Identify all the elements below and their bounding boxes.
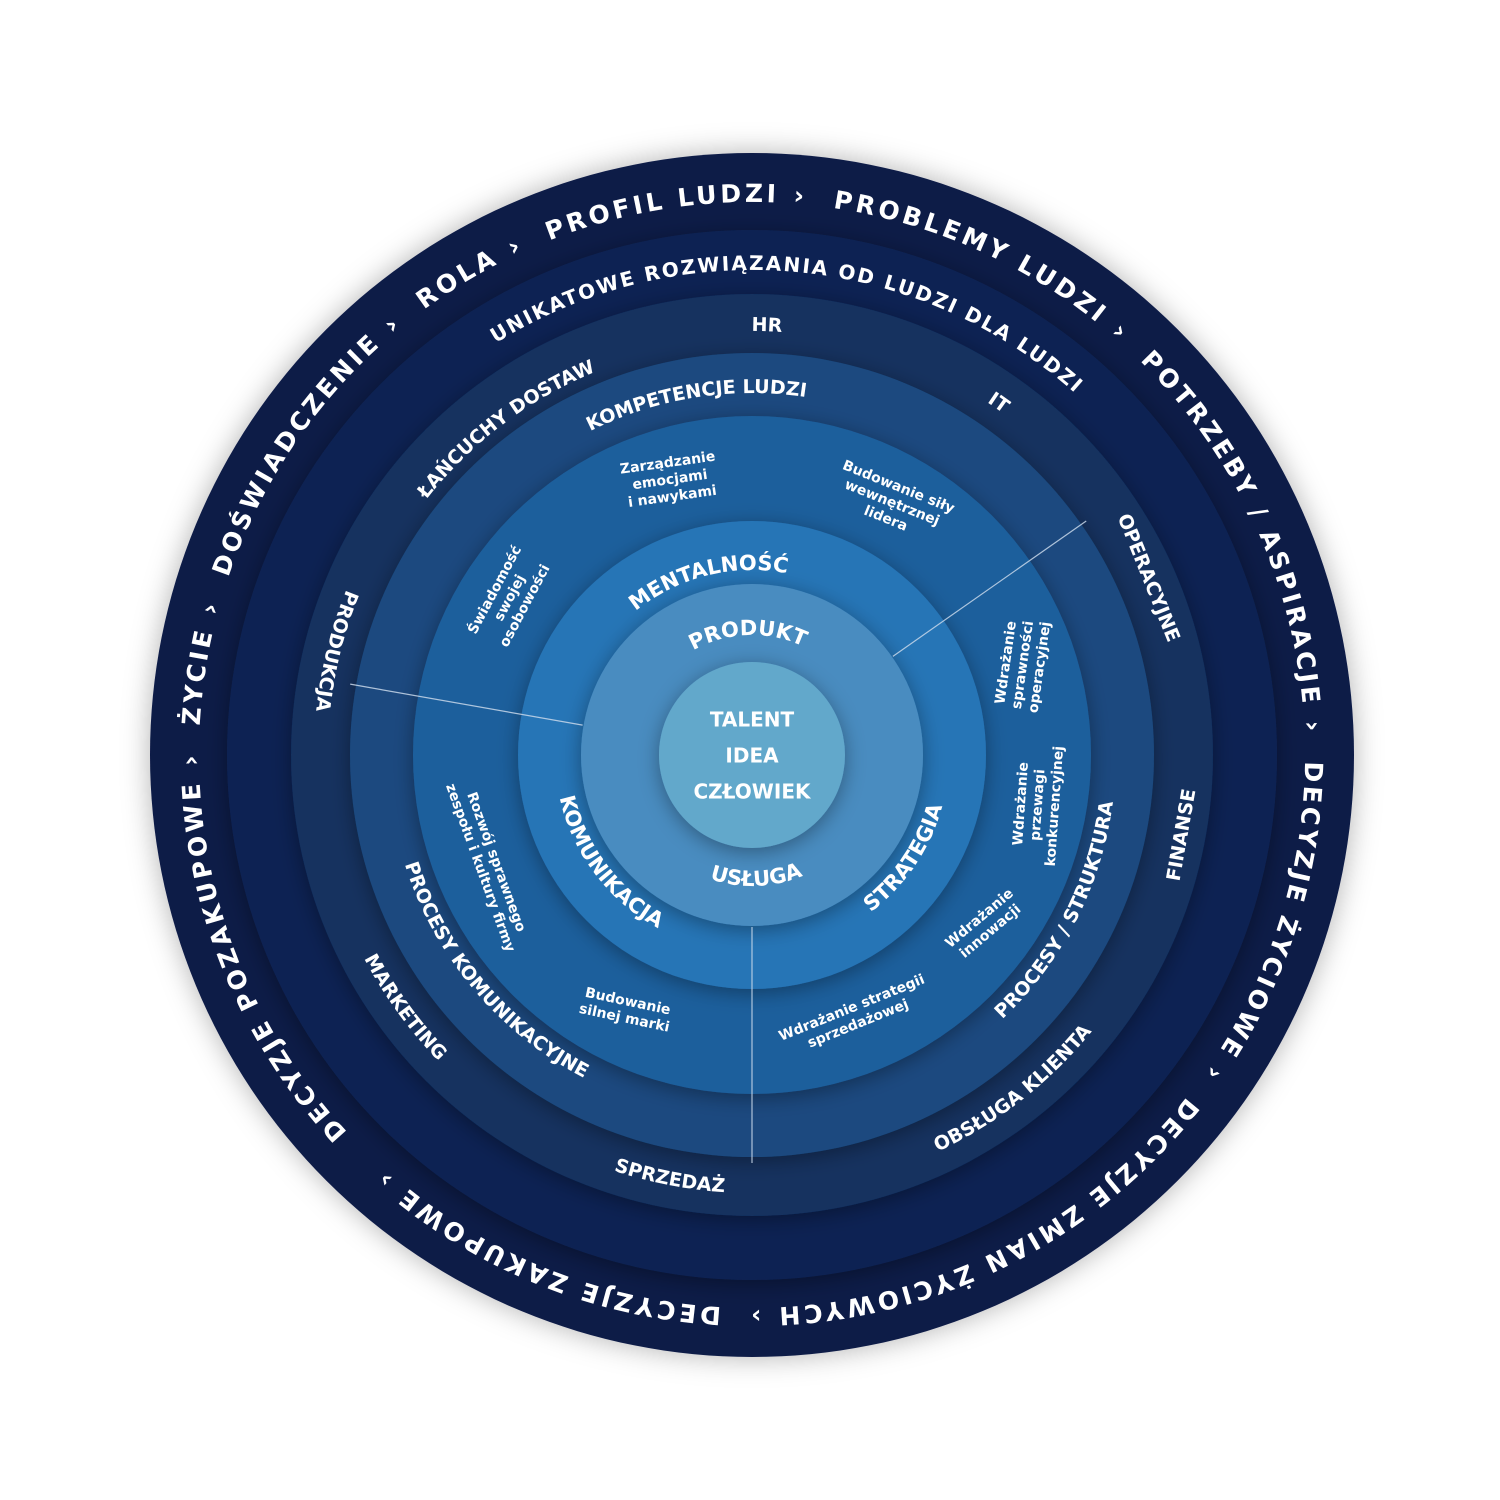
label-hr-text: HR: [751, 314, 783, 337]
label-hr: HR: [751, 314, 783, 337]
divider-line-right: [892, 520, 1087, 657]
text-wdrazanie-przewagi-line: Wdrażanie: [1010, 762, 1032, 847]
chevron-right-icon: ›: [1298, 720, 1328, 735]
text-wdrazanie-przewagi-line: przewagi: [1028, 769, 1049, 842]
core-label: TALENT: [710, 708, 795, 732]
chevron-right-icon: ›: [748, 1302, 761, 1331]
core-circle: [659, 662, 845, 848]
chevron-right-icon: ›: [793, 181, 809, 211]
core-label: CZŁOWIEK: [694, 780, 812, 804]
chevron-right-icon: ›: [176, 752, 205, 766]
divider-line-left: [350, 683, 583, 726]
core-label: IDEA: [725, 744, 779, 768]
